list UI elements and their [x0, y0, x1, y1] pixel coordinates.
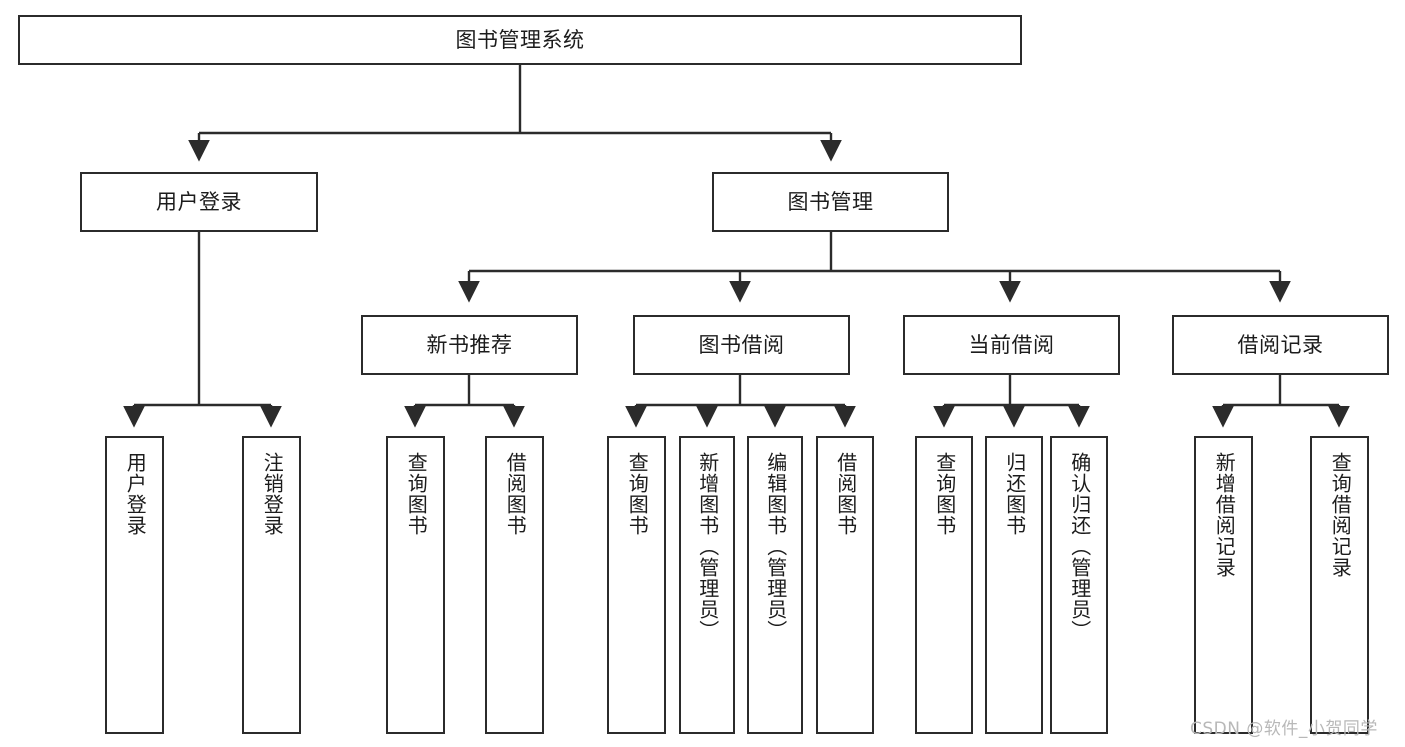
leaf-logout[interactable]: 注销登录 — [242, 436, 301, 734]
leaf-borrow-books[interactable]: 借阅图书 — [816, 436, 874, 734]
leaf-user-login[interactable]: 用户登录 — [105, 436, 164, 734]
node-label: 新书推荐 — [426, 332, 513, 357]
node-book-management[interactable]: 图书管理 — [712, 172, 949, 232]
node-new-book-recommend[interactable]: 新书推荐 — [361, 315, 578, 375]
node-label: 编辑图书（管理员） — [763, 452, 788, 641]
leaf-query-books-borrow[interactable]: 查询图书 — [607, 436, 666, 734]
watermark-text: CSDN @软件_小贺同学 — [1190, 719, 1378, 739]
node-borrow-records[interactable]: 借阅记录 — [1172, 315, 1389, 375]
leaf-add-borrow-record[interactable]: 新增借阅记录 — [1194, 436, 1253, 734]
leaf-borrow-books-new[interactable]: 借阅图书 — [485, 436, 544, 734]
node-label: 用户登录 — [156, 189, 242, 214]
leaf-add-book-admin[interactable]: 新增图书（管理员） — [679, 436, 735, 734]
leaf-query-books-current[interactable]: 查询图书 — [915, 436, 973, 734]
node-label: 图书管理系统 — [455, 27, 585, 52]
node-label: 归还图书 — [1002, 452, 1027, 536]
node-label: 借阅图书 — [503, 452, 528, 536]
node-label: 查询图书 — [932, 452, 957, 536]
node-label: 借阅图书 — [833, 452, 858, 536]
node-label: 查询借阅记录 — [1328, 452, 1353, 578]
node-current-borrow[interactable]: 当前借阅 — [903, 315, 1120, 375]
node-user-login[interactable]: 用户登录 — [80, 172, 318, 232]
node-root-system[interactable]: 图书管理系统 — [18, 15, 1022, 65]
node-label: 新增图书（管理员） — [695, 452, 720, 641]
node-label: 查询图书 — [404, 452, 429, 536]
node-label: 查询图书 — [625, 452, 650, 536]
node-label: 借阅记录 — [1237, 332, 1324, 357]
node-label: 确认归还（管理员） — [1067, 452, 1092, 641]
leaf-return-books[interactable]: 归还图书 — [985, 436, 1043, 734]
node-label: 图书借阅 — [698, 332, 785, 357]
node-label: 新增借阅记录 — [1212, 452, 1237, 578]
node-label: 当前借阅 — [968, 332, 1055, 357]
node-label: 用户登录 — [123, 452, 148, 536]
leaf-edit-book-admin[interactable]: 编辑图书（管理员） — [747, 436, 803, 734]
node-label: 图书管理 — [787, 189, 874, 214]
leaf-query-books-new[interactable]: 查询图书 — [386, 436, 445, 734]
node-label: 注销登录 — [260, 452, 285, 536]
node-book-borrow[interactable]: 图书借阅 — [633, 315, 850, 375]
leaf-confirm-return-admin[interactable]: 确认归还（管理员） — [1050, 436, 1108, 734]
leaf-query-borrow-record[interactable]: 查询借阅记录 — [1310, 436, 1369, 734]
